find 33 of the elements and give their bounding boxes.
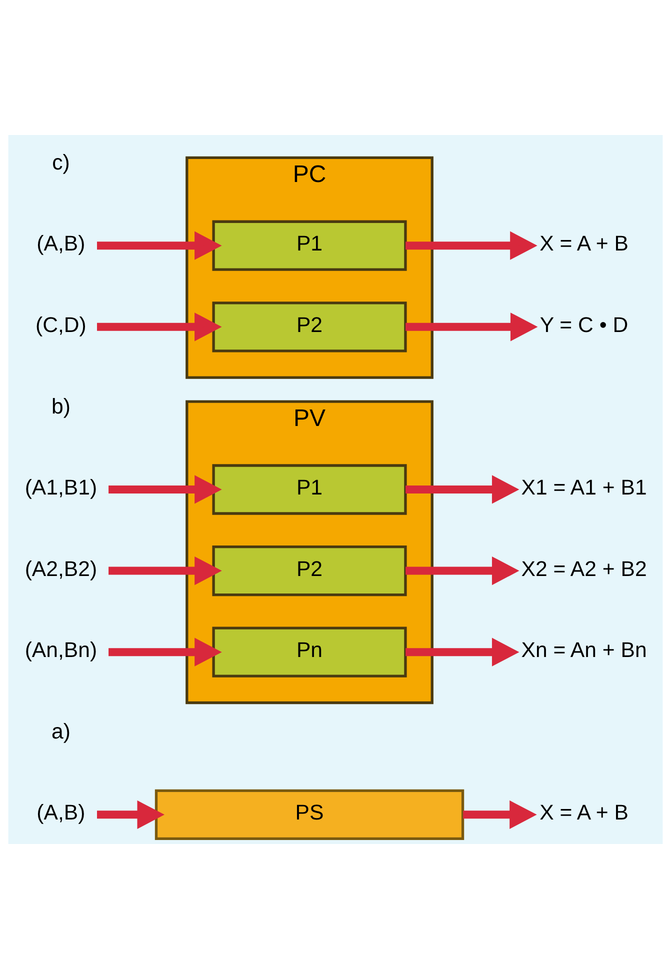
label: a) — [51, 719, 70, 744]
node-text: (An,Bn) — [24, 638, 98, 662]
node-box: P2 — [212, 545, 407, 596]
arrow — [97, 800, 164, 829]
node-text: (C,D) — [36, 312, 86, 337]
arrow — [97, 231, 222, 260]
node-text: Xn = An + Bn — [521, 638, 647, 662]
arrow — [406, 556, 520, 586]
arrow — [108, 556, 222, 586]
node-text: X2 = A2 + B2 — [521, 556, 647, 581]
node-box: PS — [154, 789, 464, 840]
node-text: X = A + B — [540, 232, 628, 256]
node-text: (A1,B1) — [24, 476, 98, 500]
arrow — [406, 312, 538, 342]
arrow — [108, 475, 222, 504]
node-text: (A,B) — [36, 232, 86, 256]
label: b) — [51, 394, 70, 418]
node-text: X = A + B — [540, 800, 628, 825]
arrow — [406, 231, 538, 260]
node-text: X1 = A1 + B1 — [521, 476, 647, 500]
node-text: (A2,B2) — [24, 556, 98, 581]
node-text: (A,B) — [36, 800, 86, 825]
node-box: P1 — [212, 464, 407, 515]
arrow — [406, 475, 520, 504]
arrow — [406, 638, 520, 666]
arrow — [108, 638, 222, 666]
node-box: P2 — [212, 302, 407, 352]
arrow — [97, 312, 222, 342]
node-box: P1 — [212, 220, 407, 271]
label: c) — [52, 150, 70, 174]
node-text: Y = C • D — [540, 312, 628, 337]
arrow — [463, 800, 537, 829]
node-box: Pn — [212, 626, 407, 678]
